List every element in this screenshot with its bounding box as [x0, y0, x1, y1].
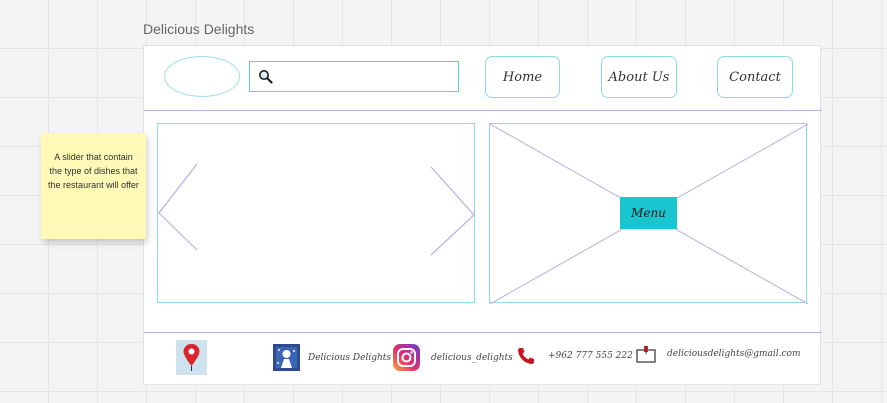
sticky-note[interactable]: A slider that contain the type of dishes… — [41, 133, 146, 239]
footer-phone[interactable]: +962 777 555 222 1 — [516, 346, 641, 366]
brand-logo-icon — [273, 344, 300, 371]
nav-about-button[interactable]: About Us — [601, 56, 677, 98]
footer-instagram-handle: delicious_delights — [431, 352, 513, 363]
menu-button[interactable]: Menu — [620, 197, 677, 229]
footer-brand[interactable]: Delicious Delights — [273, 344, 391, 371]
dish-slider[interactable] — [157, 123, 475, 303]
location-pin-icon — [183, 344, 200, 371]
footer-divider — [144, 332, 822, 333]
menu-image-placeholder: Menu — [489, 123, 808, 304]
phone-icon — [518, 348, 534, 364]
wireframe-board: Home About Us Contact Menu — [143, 45, 822, 385]
footer-email-address: deliciousdelights@gmail.com — [667, 349, 801, 359]
mail-icon — [636, 346, 656, 363]
footer-instagram[interactable]: delicious_delights — [393, 344, 513, 371]
nav-home-button[interactable]: Home — [485, 56, 560, 98]
search-icon — [259, 70, 273, 84]
slider-prev-button[interactable] — [158, 154, 204, 274]
frame-title: Delicious Delights — [143, 21, 255, 37]
slider-next-button[interactable] — [428, 154, 474, 274]
header-divider — [144, 110, 822, 111]
footer-phone-number: +962 777 555 222 1 — [548, 351, 642, 361]
nav-contact-button[interactable]: Contact — [717, 56, 793, 98]
instagram-icon — [393, 344, 420, 371]
slider-next-arrow-icon — [430, 166, 475, 256]
search-input[interactable] — [249, 61, 459, 92]
slider-prev-arrow-icon — [158, 163, 198, 251]
footer-email[interactable]: deliciousdelights@gmail.com — [636, 345, 801, 363]
footer-brand-name: Delicious Delights — [308, 352, 392, 363]
logo-placeholder[interactable] — [164, 56, 240, 97]
location-map-icon[interactable] — [176, 340, 207, 375]
